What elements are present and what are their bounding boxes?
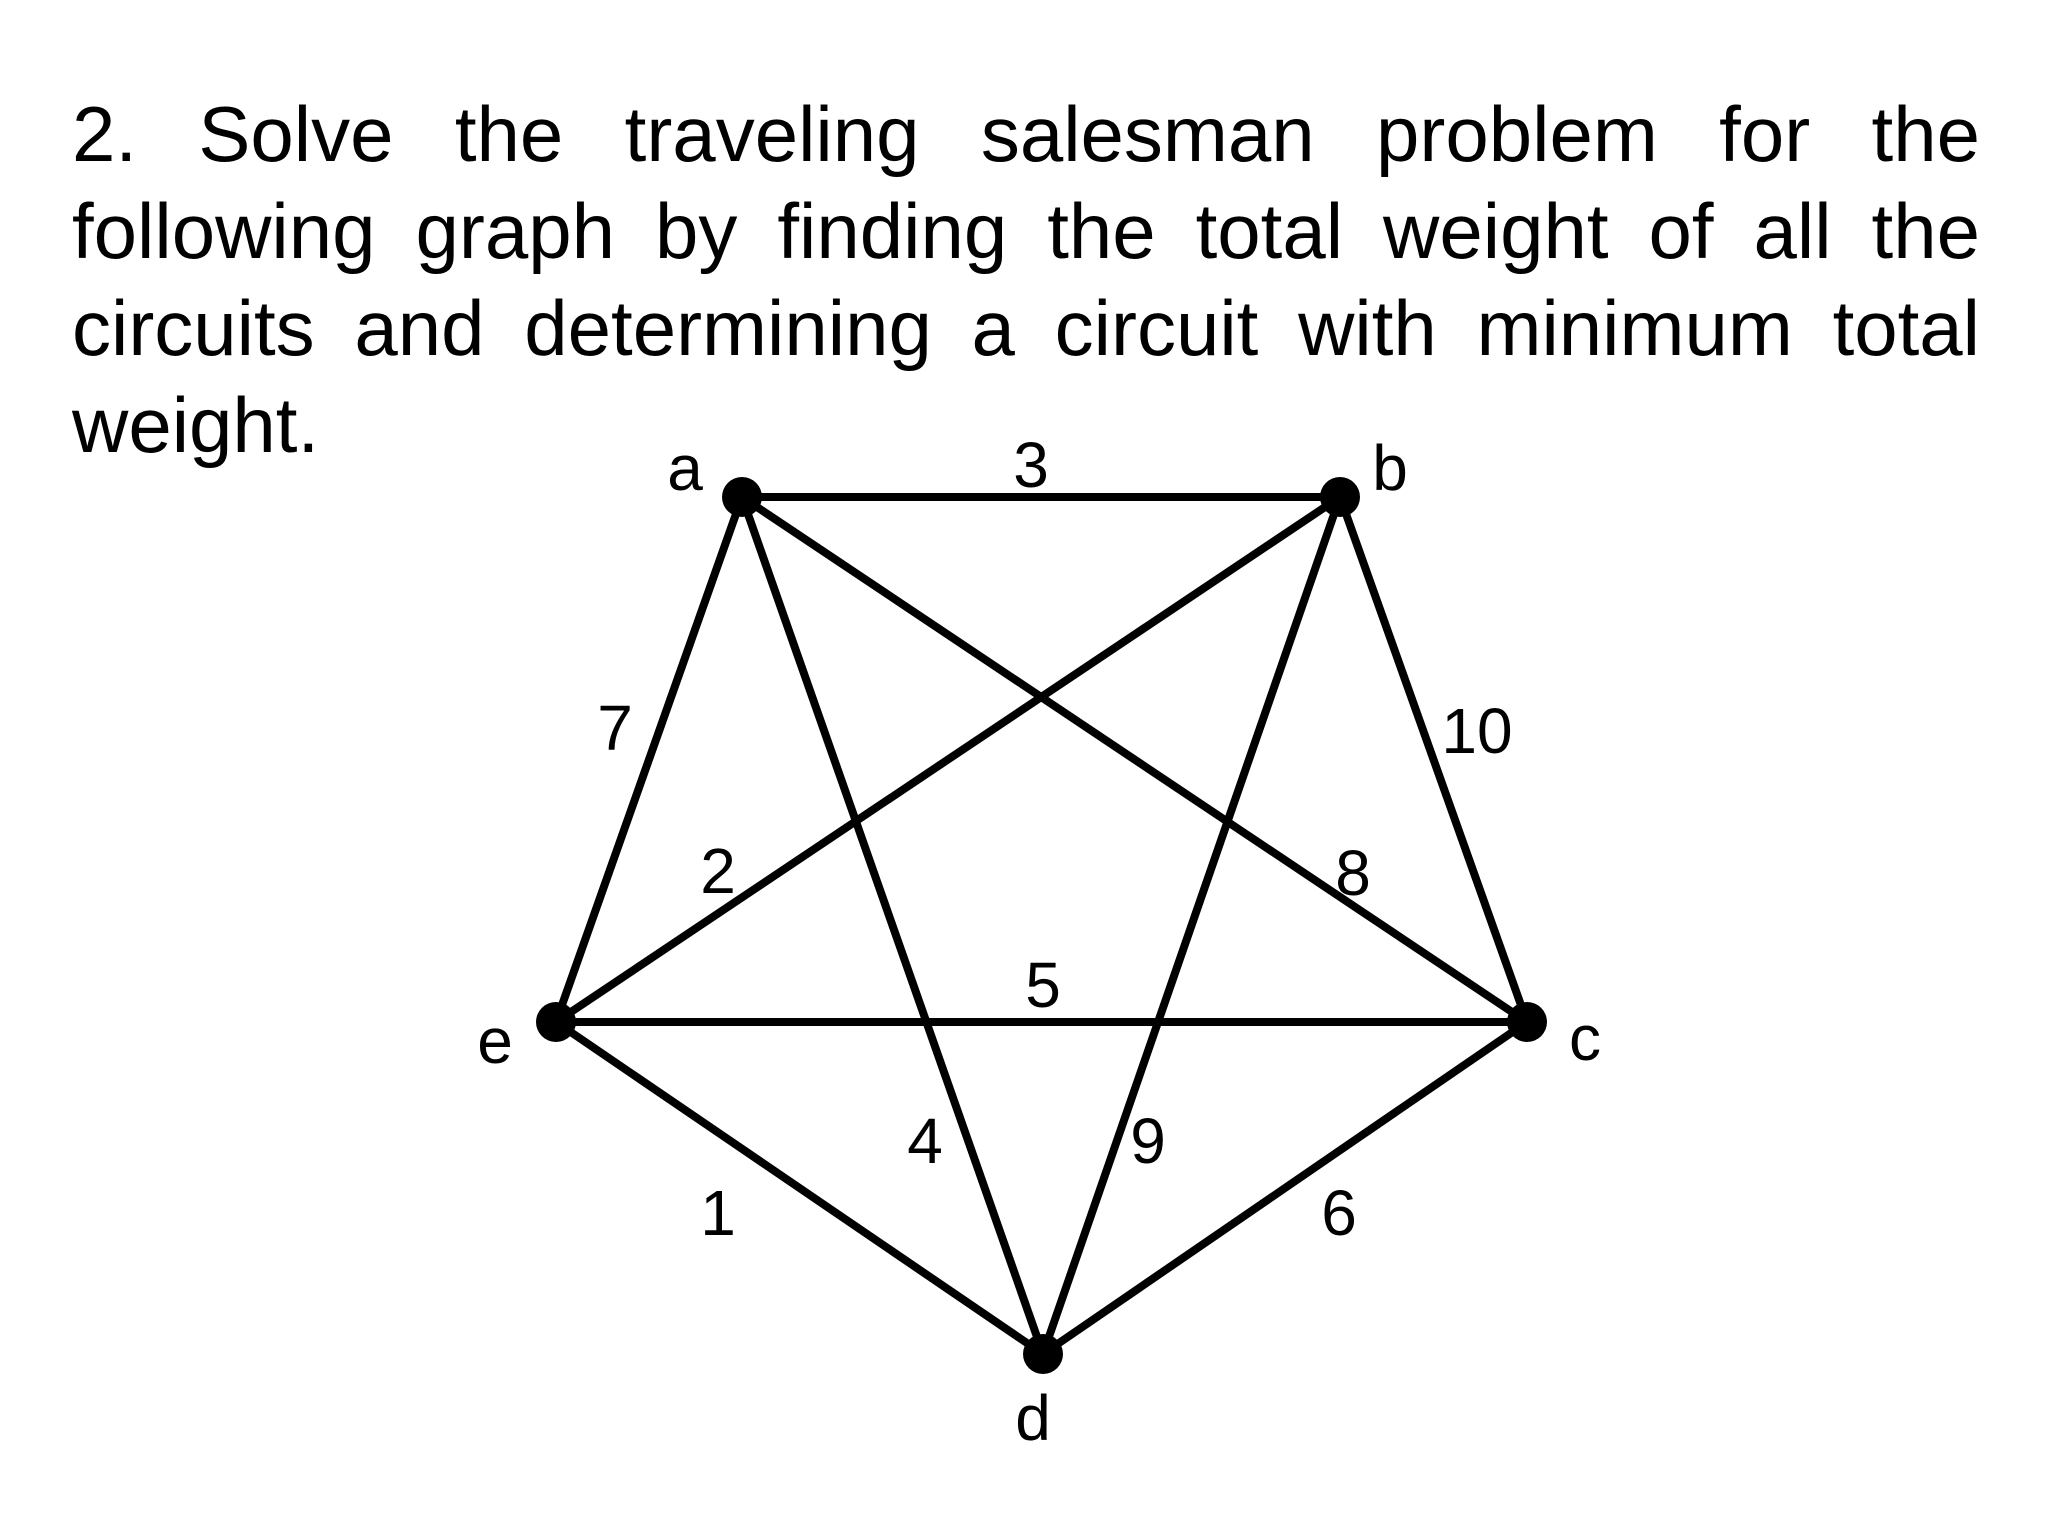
edge-a-d	[738, 493, 1047, 1358]
vertex-labels: a b c d e	[477, 432, 1601, 1454]
edge-weight-a-b: 3	[1013, 429, 1049, 501]
vertex-e	[536, 1002, 576, 1042]
edge-b-d	[1039, 493, 1344, 1358]
edge-b-e	[552, 493, 1344, 1026]
graph-nodes	[536, 477, 1547, 1374]
vertex-a	[722, 477, 762, 517]
edge-weight-d-e: 1	[700, 1177, 736, 1249]
vertex-d	[1023, 1334, 1063, 1374]
edge-a-c	[738, 493, 1531, 1026]
vertex-label-b: b	[1372, 432, 1408, 504]
edge-c-d	[1039, 1018, 1531, 1358]
edge-weight-e-a: 7	[597, 692, 633, 764]
vertex-b	[1320, 477, 1360, 517]
vertex-label-d: d	[1015, 1382, 1051, 1454]
graph-edges	[552, 493, 1531, 1358]
edge-weight-b-e: 2	[700, 835, 736, 907]
edge-b-c	[1336, 493, 1531, 1026]
edge-weight-c-d: 6	[1321, 1177, 1357, 1249]
vertex-c	[1507, 1002, 1547, 1042]
edge-weight-e-c: 5	[1025, 949, 1061, 1021]
vertex-label-a: a	[667, 432, 703, 504]
vertex-label-e: e	[477, 1005, 513, 1077]
edge-weight-a-d: 4	[907, 1105, 943, 1177]
vertex-label-c: c	[1569, 1002, 1601, 1074]
edge-weight-b-d: 9	[1130, 1105, 1166, 1177]
edge-weight-b-c: 10	[1441, 695, 1512, 767]
edge-d-e	[552, 1018, 1047, 1358]
problem-statement: 2. Solve the traveling salesman problem …	[72, 90, 1980, 469]
edge-weight-labels: 3 10 6 1 7 8 4 9 2 5	[597, 429, 1512, 1249]
edge-e-a	[552, 493, 746, 1026]
edge-weight-a-c: 8	[1335, 837, 1371, 909]
